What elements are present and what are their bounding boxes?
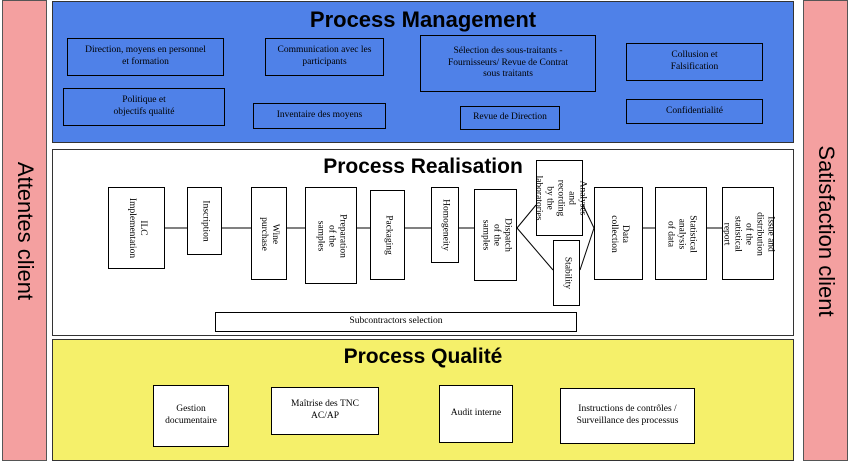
management-panel: Process Management bbox=[52, 1, 794, 143]
realisation-title: Process Realisation bbox=[323, 155, 523, 178]
management-box: Revue de Direction bbox=[460, 106, 560, 130]
process-step-label: Issue and distribution of the statistica… bbox=[721, 211, 776, 256]
management-box: Politique et objectifs qualité bbox=[63, 88, 225, 126]
process-step-label: ILC Implementation bbox=[126, 197, 148, 259]
process-step-label: Analyses and recording by the laboratori… bbox=[533, 175, 587, 221]
qualite-box: Gestion documentaire bbox=[153, 385, 229, 447]
management-box: Sélection des sous-traitants - Fournisse… bbox=[420, 35, 596, 92]
management-box: Confidentialité bbox=[626, 99, 763, 124]
management-box: Inventaire des moyens bbox=[253, 103, 386, 129]
process-step-label: Preparation of the samples bbox=[315, 213, 348, 258]
process-step-label: Statistical analysis of data bbox=[665, 214, 698, 253]
process-step-label: Packaging bbox=[382, 215, 393, 255]
process-step-label: Wine purchase bbox=[259, 216, 280, 251]
process-step: Issue and distribution of the statistica… bbox=[721, 187, 776, 280]
qualite-box: Instructions de contrôles / Surveillance… bbox=[560, 388, 695, 444]
management-title: Process Management bbox=[309, 7, 537, 32]
process-step-label: Homogeneity bbox=[440, 199, 451, 251]
process-step-label: Data collection bbox=[608, 214, 630, 253]
qualite-title: Process Qualité bbox=[343, 345, 503, 368]
process-step-label: Stability bbox=[561, 256, 572, 290]
management-box: Communication avec les participants bbox=[265, 38, 384, 76]
process-step: Stability bbox=[553, 240, 580, 306]
qualite-box: Maîtrise des TNC AC/AP bbox=[271, 387, 379, 435]
process-step: Packaging bbox=[370, 190, 405, 280]
process-step: Wine purchase bbox=[251, 187, 287, 280]
client-satisfaction-label: Satisfaction client bbox=[813, 144, 839, 317]
process-step: Homogeneity bbox=[431, 187, 459, 263]
subcontractors-selection-box: Subcontractors selection bbox=[215, 312, 577, 332]
process-step: Data collection bbox=[594, 187, 643, 280]
process-step-label: Dispatch of the samples bbox=[480, 218, 512, 252]
process-step: ILC Implementation bbox=[108, 187, 165, 269]
client-expectations-bar: Attentes client bbox=[2, 0, 47, 461]
qualite-box: Audit interne bbox=[439, 385, 513, 443]
client-satisfaction-bar: Satisfaction client bbox=[803, 0, 848, 461]
process-step: Analyses and recording by the laboratori… bbox=[533, 160, 587, 236]
process-step-label: Inscription bbox=[199, 200, 210, 242]
process-step: Preparation of the samples bbox=[305, 187, 357, 284]
client-expectations-label: Attentes client bbox=[12, 161, 38, 300]
process-step: Inscription bbox=[187, 187, 222, 255]
process-step: Statistical analysis of data bbox=[655, 187, 707, 280]
management-box: Direction, moyens en personnel et format… bbox=[67, 38, 224, 76]
process-step: Dispatch of the samples bbox=[474, 189, 517, 281]
management-box: Collusion et Falsification bbox=[626, 43, 763, 81]
